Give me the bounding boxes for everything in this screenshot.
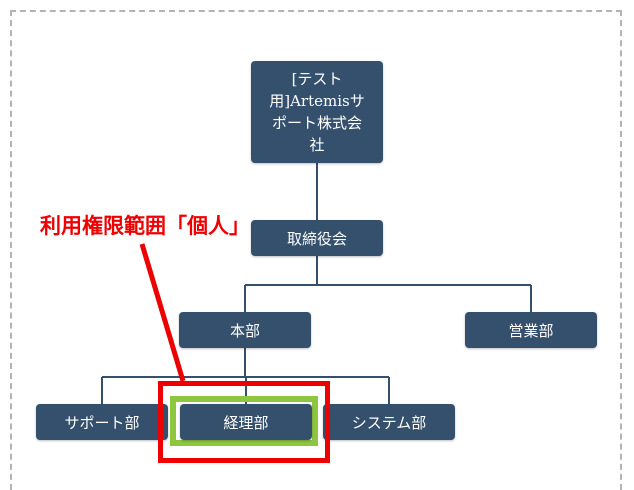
node-board[interactable]: 取締役会 — [251, 220, 383, 256]
permission-scope-annotation: 利用権限範囲「個人」 — [40, 214, 250, 238]
node-board-label: 取締役会 — [286, 229, 347, 248]
node-accounting[interactable]: 経理部 — [180, 404, 312, 440]
dashed-frame — [10, 10, 622, 490]
highlight-red-box — [158, 381, 330, 463]
node-headquarters[interactable]: 本部 — [179, 312, 311, 348]
node-company[interactable]: [テスト用]Artemisサポート株式会社 — [251, 61, 383, 163]
node-headquarters-label: 本部 — [229, 321, 260, 340]
node-company-label: [テスト用]Artemisサポート株式会社 — [269, 70, 365, 154]
node-sales[interactable]: 営業部 — [465, 312, 597, 348]
node-sales-label: 営業部 — [508, 321, 554, 340]
node-support-label: サポート部 — [64, 413, 140, 432]
node-support[interactable]: サポート部 — [36, 404, 168, 440]
node-system[interactable]: システム部 — [323, 404, 455, 440]
node-system-label: システム部 — [351, 413, 427, 432]
highlight-green-box — [170, 396, 318, 446]
node-accounting-label: 経理部 — [223, 413, 269, 432]
